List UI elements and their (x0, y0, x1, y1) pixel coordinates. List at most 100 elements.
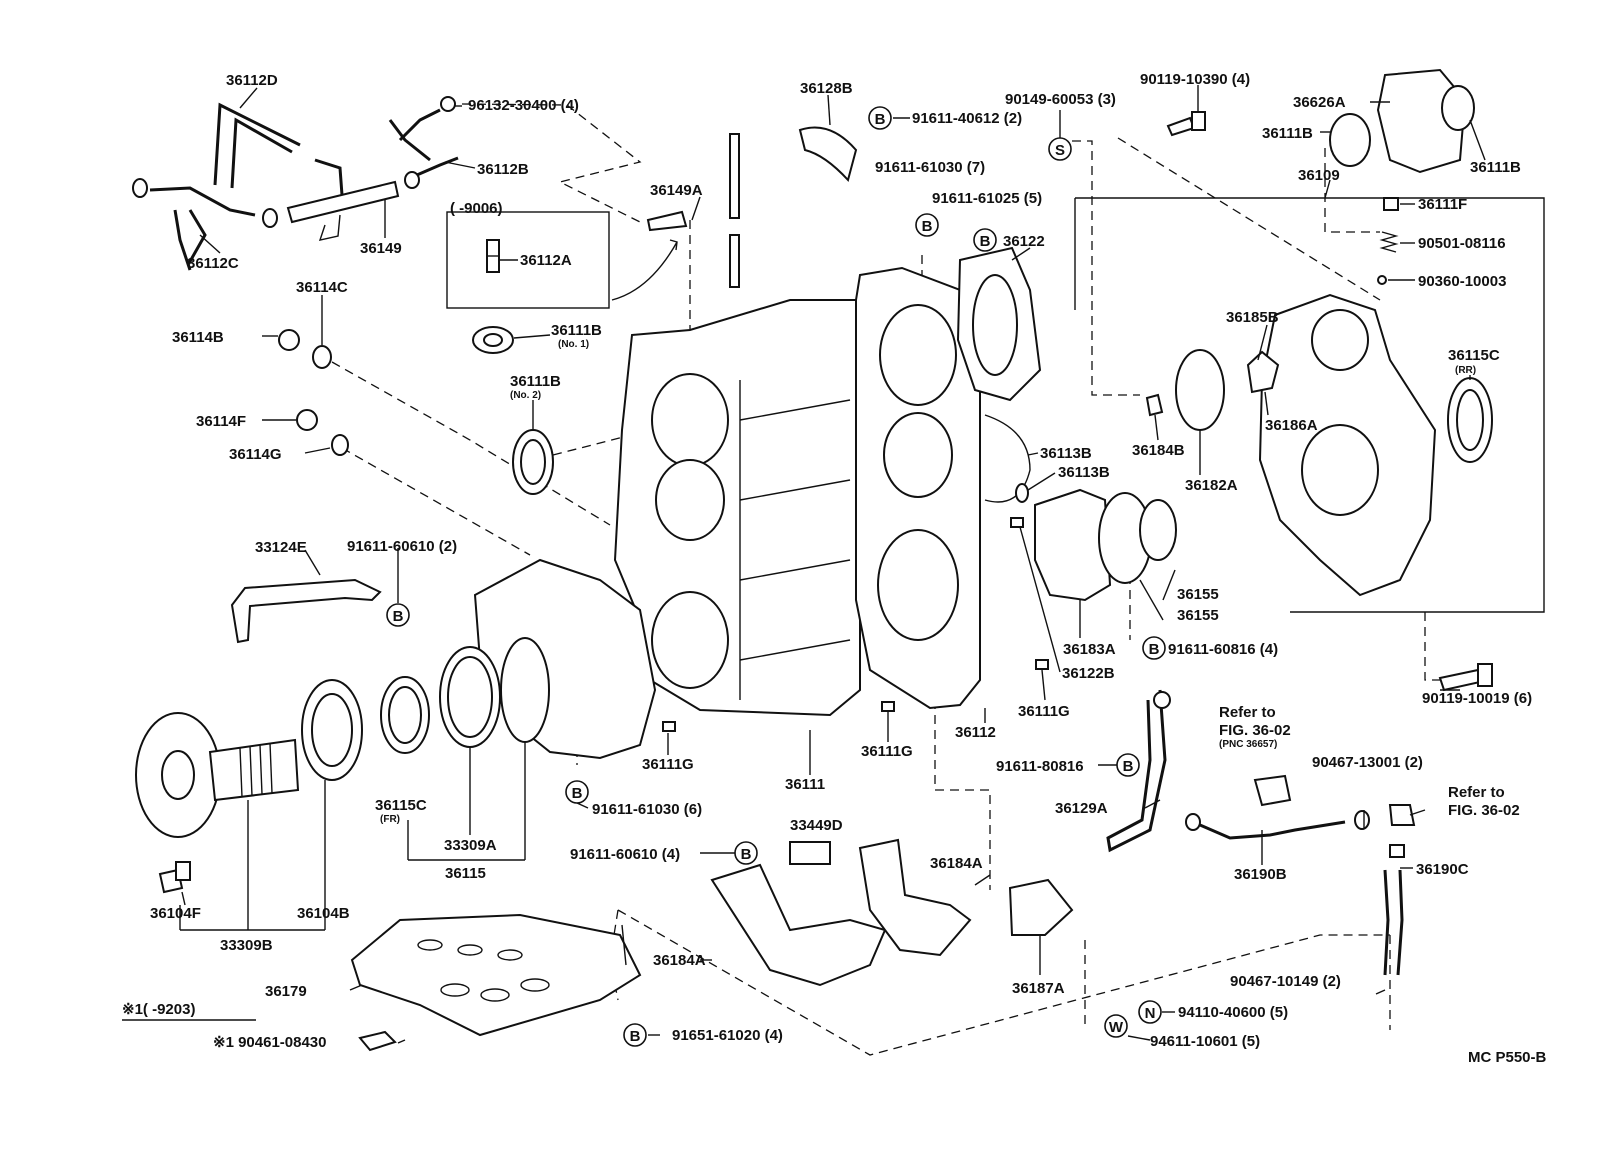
bearing-36111B-no2-inner (520, 439, 546, 485)
case-36111 (613, 299, 861, 717)
label-fig-36-02-1: FIG. 36-02 (1219, 722, 1291, 739)
washer-36114C (312, 345, 332, 369)
svg-text:S: S (1055, 142, 1065, 159)
label-inset-range: ( -9006) (450, 200, 503, 217)
label-36155-a: 36155 (1177, 586, 1219, 603)
label-90119-10390: 90119-10390 (4) (1140, 71, 1250, 88)
label-36109: 36109 (1298, 167, 1340, 184)
plug-36111F (1383, 197, 1399, 211)
label-36114B: 36114B (172, 329, 224, 346)
label-36128B: 36128B (800, 80, 853, 97)
case-36111-ribs (739, 380, 851, 700)
marker-bolt-91611-80816: B (1116, 753, 1140, 777)
plate-36182A (1175, 349, 1225, 431)
svg-text:B: B (1123, 758, 1134, 775)
label-36179: 36179 (265, 983, 307, 1000)
valve-fig36-02 (1388, 804, 1416, 826)
label-36104B: 36104B (297, 905, 350, 922)
shaft-33309B (208, 738, 300, 802)
bracket-33124E (230, 578, 382, 644)
label-36190B: 36190B (1234, 866, 1287, 883)
label-36114G: 36114G (229, 446, 282, 463)
label-90119-10019: 90119-10019 (6) (1422, 690, 1532, 707)
clamp-90467-13001 (1354, 810, 1370, 830)
cover-36187A (1008, 878, 1074, 936)
hose-36190B (1199, 820, 1346, 840)
label-94611-10601: 94611-10601 (5) (1150, 1033, 1260, 1050)
oring-36113B-large (984, 414, 1031, 503)
marker-screw-90149: S (1048, 137, 1072, 161)
seal-36115C-fr-inner (388, 686, 422, 744)
marker-bolt-91611-60816-4: B (1142, 636, 1166, 660)
ball-90360 (1377, 275, 1387, 285)
label-33309A: 33309A (444, 837, 497, 854)
pin-36111G-b (662, 721, 676, 732)
case-bore-2 (655, 459, 725, 541)
bracket-pnc36657 (1253, 774, 1292, 807)
label-90501-08116: 90501-08116 (1418, 235, 1506, 252)
bracket-36128B (798, 126, 858, 183)
label-refer-1: Refer to (1219, 704, 1276, 721)
seal-36111B-top (1329, 113, 1371, 167)
label-90360-10003: 90360-10003 (1418, 273, 1506, 290)
label-36182A: 36182A (1185, 477, 1238, 494)
label-36112A: 36112A (520, 252, 572, 269)
label-no2: (No. 2) (510, 390, 541, 401)
label-90467-10149: 90467-10149 (2) (1230, 973, 1341, 990)
bolt-90119-10390-head (1191, 111, 1206, 131)
adapter-bore-2 (883, 412, 953, 498)
label-36104F: 36104F (150, 905, 201, 922)
label-36111: 36111 (785, 776, 825, 793)
skid-plate-slots (417, 939, 550, 1002)
cover-36183A (1034, 488, 1112, 602)
svg-text:B: B (875, 111, 886, 128)
marker-bolt-91611-60610-4: B (734, 841, 758, 865)
label-91611-61025: 91611-61025 (5) (932, 190, 1042, 207)
label-note-range: ※1( -9203) (122, 1001, 195, 1018)
label-91611-60610-4: 91611-60610 (4) (570, 846, 680, 863)
pipe-36149 (286, 158, 400, 241)
label-36185B: 36185B (1226, 309, 1279, 326)
fitting-36129A (1153, 691, 1171, 709)
clamp-left-1 (132, 178, 148, 198)
marker-bolt-91651: B (623, 1023, 647, 1047)
label-36111B-no1: 36111B (551, 322, 602, 339)
label-90461-08430: ※1 90461-08430 (213, 1034, 327, 1051)
label-91651-61020: 91651-61020 (4) (672, 1027, 783, 1044)
label-36111G-c: 36111G (861, 743, 913, 760)
case-bore-1 (651, 373, 729, 467)
label-36113B-b: 36113B (1058, 464, 1110, 481)
label-91611-61030-7: 91611-61030 (7) (875, 159, 985, 176)
label-36184B: 36184B (1132, 442, 1185, 459)
spring-90501 (1379, 231, 1399, 253)
inset-box-36112A (446, 211, 610, 309)
marker-bolt-91611-61030-7: B (915, 213, 939, 237)
housing-36626A (1376, 68, 1467, 174)
svg-text:B: B (922, 218, 933, 235)
skid-plate-36179 (350, 913, 642, 1037)
rear-case-bore-1 (1311, 309, 1369, 371)
marker-nut-94110: N (1138, 1000, 1162, 1024)
label-no1: (No. 1) (558, 339, 589, 350)
bearing-36111B-no1-inner (483, 333, 503, 347)
cover-36122-ring (972, 274, 1018, 376)
label-36129A: 36129A (1055, 800, 1108, 817)
cover-36184A-right (858, 838, 972, 957)
svg-text:B: B (630, 1028, 641, 1045)
rod-upper (729, 133, 740, 219)
label-36114F: 36114F (196, 413, 246, 430)
label-33309B: 33309B (220, 937, 273, 954)
adapter-bore-1 (879, 304, 957, 406)
plug-36114F (296, 409, 318, 431)
bolt-90119-10019 (1438, 668, 1482, 692)
hose-36112B (388, 108, 459, 180)
diagram-code: MC P550-B (1468, 1049, 1547, 1066)
front-case-neck (500, 637, 550, 743)
label-36122B: 36122B (1062, 665, 1115, 682)
pin-36122B (1010, 517, 1024, 528)
label-36111G-a: 36111G (1018, 703, 1070, 720)
cover-36184A-left (710, 863, 887, 987)
seal-36104B-inner (311, 693, 353, 767)
part-labels: 36112D 96132-30400 (4) 36112B 36112C 361… (122, 71, 1547, 1066)
